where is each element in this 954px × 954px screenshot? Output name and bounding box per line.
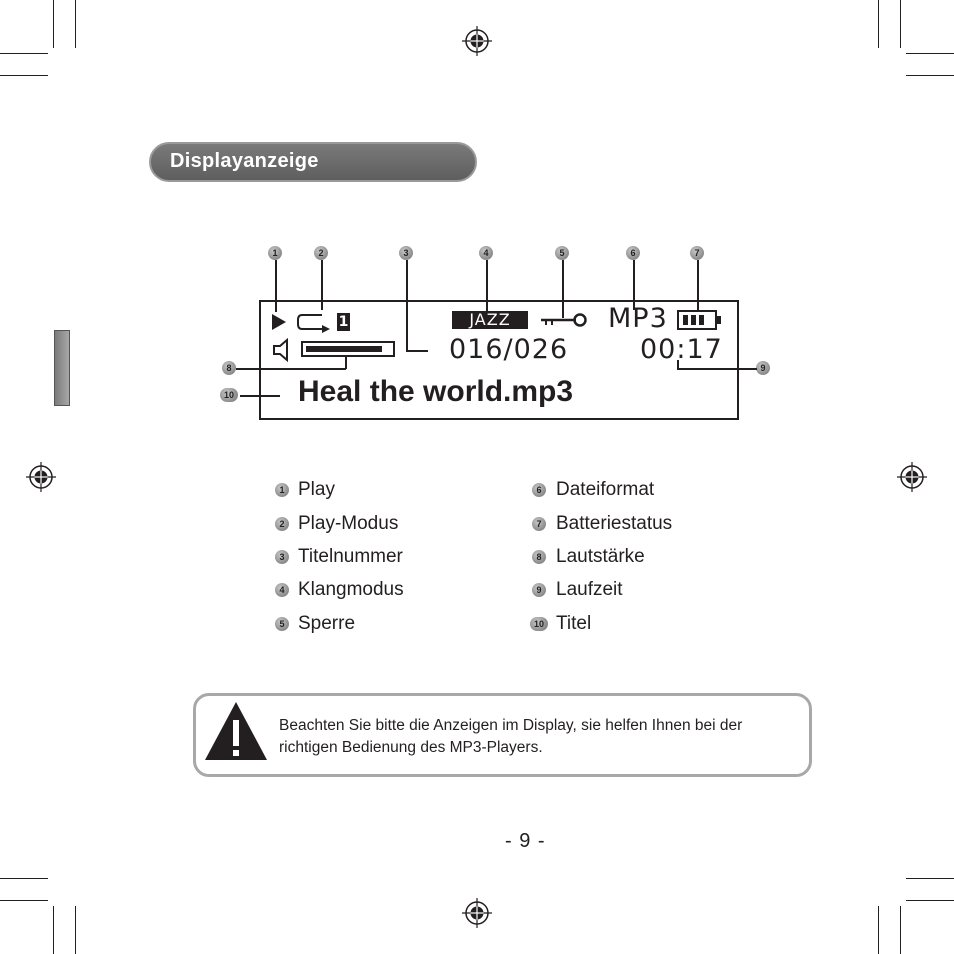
callout-2: 2 bbox=[314, 246, 328, 260]
callout-6: 6 bbox=[626, 246, 640, 260]
section-header bbox=[149, 142, 477, 182]
legend-number: 4 bbox=[275, 583, 289, 597]
crop-mark bbox=[906, 53, 954, 54]
crop-mark bbox=[0, 900, 48, 901]
file-format-label: MP3 bbox=[608, 303, 668, 334]
legend-item: Batteriestatus bbox=[556, 513, 673, 534]
leader-line bbox=[486, 260, 488, 312]
note-text: Beachten Sie bitte die Anzeigen im Displ… bbox=[279, 717, 743, 756]
crop-mark bbox=[878, 906, 879, 954]
repeat-icon bbox=[297, 314, 330, 333]
callout-9: 9 bbox=[756, 361, 770, 375]
callout-8: 8 bbox=[222, 361, 236, 375]
crop-mark bbox=[906, 75, 954, 76]
legend-item: Play-Modus bbox=[298, 513, 399, 534]
leader-line bbox=[677, 360, 679, 369]
lcd-display bbox=[259, 300, 739, 420]
crop-mark bbox=[53, 0, 54, 48]
callout-10: 10 bbox=[220, 388, 238, 402]
registration-mark-icon bbox=[462, 26, 492, 56]
leader-line bbox=[275, 260, 277, 312]
legend-number: 10 bbox=[530, 617, 548, 631]
key-lock-icon bbox=[541, 313, 587, 327]
callout-3: 3 bbox=[399, 246, 413, 260]
legend-item: Laufzeit bbox=[556, 579, 623, 600]
registration-mark-icon bbox=[26, 462, 56, 492]
legend-number: 7 bbox=[532, 517, 546, 531]
legend-item: Lautstärke bbox=[556, 546, 645, 567]
page-number: - 9 - bbox=[505, 830, 546, 852]
leader-line bbox=[406, 260, 408, 351]
callout-1: 1 bbox=[268, 246, 282, 260]
crop-mark bbox=[900, 906, 901, 954]
leader-line bbox=[345, 355, 347, 369]
legend-number: 8 bbox=[532, 550, 546, 564]
legend-number: 5 bbox=[275, 617, 289, 631]
leader-line bbox=[321, 260, 323, 310]
legend-number: 1 bbox=[275, 483, 289, 497]
crop-mark bbox=[0, 75, 48, 76]
play-time: 00:17 bbox=[640, 334, 723, 365]
callout-4: 4 bbox=[479, 246, 493, 260]
leader-line bbox=[562, 260, 564, 318]
crop-mark bbox=[75, 906, 76, 954]
battery-icon bbox=[677, 310, 721, 330]
legend-item: Dateiformat bbox=[556, 479, 655, 500]
crop-mark bbox=[75, 0, 76, 48]
volume-fill bbox=[306, 346, 382, 352]
side-tab-marker bbox=[54, 330, 70, 406]
crop-mark bbox=[878, 0, 879, 48]
section-title: Displayanzeige bbox=[170, 150, 319, 172]
note-box bbox=[193, 693, 812, 777]
speaker-icon bbox=[273, 338, 288, 362]
crop-mark bbox=[900, 0, 901, 48]
crop-mark bbox=[906, 878, 954, 879]
play-icon bbox=[272, 314, 286, 330]
track-number: 016/026 bbox=[449, 334, 569, 365]
leader-line bbox=[633, 260, 635, 310]
leader-line bbox=[697, 260, 699, 310]
registration-mark-icon bbox=[462, 898, 492, 928]
leader-line bbox=[677, 368, 757, 370]
crop-mark bbox=[53, 906, 54, 954]
legend-item: Sperre bbox=[298, 613, 356, 634]
legend-number: 3 bbox=[275, 550, 289, 564]
legend-number: 6 bbox=[532, 483, 546, 497]
legend-item: Play bbox=[298, 479, 335, 500]
repeat-number: 1 bbox=[337, 313, 350, 331]
leader-line bbox=[406, 350, 428, 352]
track-title: Heal the world.mp3 bbox=[298, 375, 574, 408]
callout-7: 7 bbox=[690, 246, 704, 260]
legend-number: 2 bbox=[275, 517, 289, 531]
callout-5: 5 bbox=[555, 246, 569, 260]
volume-bar bbox=[301, 341, 395, 357]
leader-line bbox=[236, 368, 346, 370]
crop-mark bbox=[0, 878, 48, 879]
legend-item: Titel bbox=[556, 613, 592, 634]
warning-icon bbox=[205, 702, 267, 760]
registration-mark-icon bbox=[897, 462, 927, 492]
crop-mark bbox=[906, 900, 954, 901]
crop-mark bbox=[0, 53, 48, 54]
legend-number: 9 bbox=[532, 583, 546, 597]
sound-mode-label: JAZZ bbox=[452, 311, 528, 329]
legend-item: Titelnummer bbox=[298, 546, 403, 567]
legend-item: Klangmodus bbox=[298, 579, 404, 600]
